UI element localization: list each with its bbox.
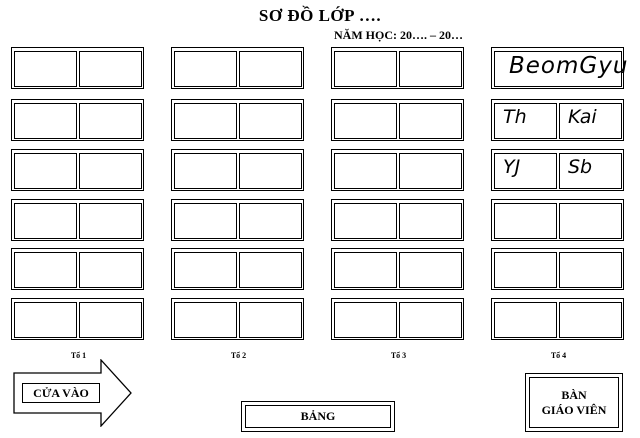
seat — [334, 203, 397, 239]
teacher-desk-line2: GIÁO VIÊN — [541, 402, 607, 417]
seat — [79, 203, 142, 239]
seat: Sb — [559, 153, 622, 189]
desk — [491, 248, 624, 290]
group-label-1: Tổ 1 — [70, 351, 87, 360]
seat — [334, 153, 397, 189]
seat — [174, 153, 237, 189]
seat — [174, 203, 237, 239]
teacher-desk: BÀN GIÁO VIÊN — [525, 373, 623, 432]
teacher-desk-label: BÀN GIÁO VIÊN — [529, 377, 619, 428]
seat — [14, 103, 77, 139]
seat — [399, 153, 462, 189]
seat — [239, 203, 302, 239]
seat: Th — [494, 103, 557, 139]
seat — [239, 252, 302, 288]
door-label: CỬA VÀO — [22, 383, 100, 403]
seat — [239, 103, 302, 139]
desk — [11, 298, 144, 340]
seat: Kai — [559, 103, 622, 139]
seat — [494, 252, 557, 288]
seat — [239, 153, 302, 189]
desk — [171, 199, 304, 241]
seat — [14, 302, 77, 338]
seat — [399, 103, 462, 139]
seat — [174, 51, 237, 87]
seat — [334, 51, 397, 87]
seat — [334, 252, 397, 288]
desk — [11, 248, 144, 290]
handwritten-name: BeomGyu — [509, 53, 629, 79]
seat — [494, 302, 557, 338]
seat — [399, 203, 462, 239]
seat — [79, 302, 142, 338]
seat — [559, 302, 622, 338]
desk — [331, 248, 464, 290]
group-label-4: Tổ 4 — [550, 351, 567, 360]
seat — [14, 203, 77, 239]
seat — [334, 103, 397, 139]
group-label-3: Tổ 3 — [390, 351, 407, 360]
desk — [491, 298, 624, 340]
seat — [399, 302, 462, 338]
handwritten-name: Th — [503, 106, 527, 128]
desk — [491, 199, 624, 241]
desk — [11, 99, 144, 141]
board-label: BẢNG — [245, 405, 391, 428]
desk — [171, 47, 304, 89]
seat — [174, 302, 237, 338]
desk — [171, 248, 304, 290]
seat — [79, 252, 142, 288]
blackboard: BẢNG — [241, 401, 395, 432]
seat — [79, 103, 142, 139]
seat — [559, 203, 622, 239]
seat — [239, 51, 302, 87]
seat — [79, 51, 142, 87]
desk — [331, 199, 464, 241]
seat — [79, 153, 142, 189]
seat — [14, 51, 77, 87]
seat — [14, 252, 77, 288]
desk — [331, 99, 464, 141]
seat — [174, 252, 237, 288]
seat — [14, 153, 77, 189]
handwritten-name: YJ — [503, 156, 521, 178]
group-label-2: Tổ 2 — [230, 351, 247, 360]
desk — [331, 149, 464, 191]
handwritten-name: Sb — [568, 156, 593, 178]
desk — [11, 47, 144, 89]
desk — [331, 47, 464, 89]
seat — [494, 203, 557, 239]
seat: YJ — [494, 153, 557, 189]
seat: BeomGyu — [494, 51, 627, 87]
seat — [559, 252, 622, 288]
teacher-desk-line1: BÀN — [561, 387, 587, 402]
desk — [331, 298, 464, 340]
desk — [171, 149, 304, 191]
seat — [239, 302, 302, 338]
school-year: NĂM HỌC: 20…. – 20… — [334, 28, 463, 42]
desk — [171, 99, 304, 141]
seat — [399, 252, 462, 288]
page-title: SƠ ĐỒ LỚP …. — [258, 6, 382, 25]
desk: Th Kai — [491, 99, 624, 141]
desk: YJ Sb — [491, 149, 624, 191]
entrance-door: CỬA VÀO — [13, 359, 133, 427]
seat — [334, 302, 397, 338]
handwritten-name: Kai — [568, 106, 597, 128]
desk — [11, 199, 144, 241]
seat — [399, 51, 462, 87]
desk — [171, 298, 304, 340]
desk — [11, 149, 144, 191]
seat — [174, 103, 237, 139]
desk: BeomGyu — [491, 47, 627, 89]
